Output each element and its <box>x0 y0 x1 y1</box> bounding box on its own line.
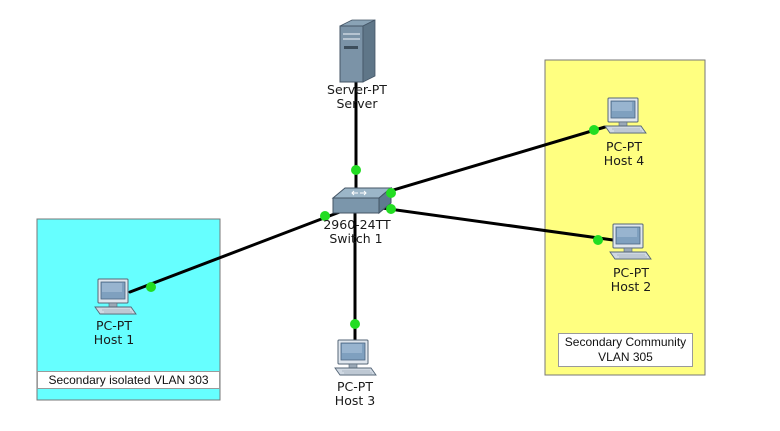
link-switch-host4 <box>368 125 607 199</box>
link-status-dot <box>351 165 361 175</box>
community-vlan-note: Secondary Community VLAN 305 <box>558 333 693 367</box>
isolated-vlan-note-text: Secondary isolated VLAN 303 <box>48 373 209 387</box>
link-status-dot <box>146 282 156 292</box>
host2-model-label: PC-PT <box>613 265 649 280</box>
link-status-dots <box>146 125 603 329</box>
isolated-vlan-note: Secondary isolated VLAN 303 <box>37 371 220 389</box>
link-status-dot <box>320 211 330 221</box>
link-switch-host1 <box>128 208 347 294</box>
host3-name-label: Host 3 <box>335 393 375 408</box>
host4-model-label: PC-PT <box>606 139 642 154</box>
switch-model-label: 2960-24TT <box>323 217 391 232</box>
server-model-label: Server-PT <box>327 82 387 97</box>
host2-name-label: Host 2 <box>611 279 651 294</box>
community-vlan-note-line1: Secondary Community <box>564 335 687 349</box>
link-status-dot <box>589 125 599 135</box>
link-status-dot <box>386 188 396 198</box>
host3-model-label: PC-PT <box>337 379 373 394</box>
switch-name-label: Switch 1 <box>329 231 382 246</box>
server-name-label: Server <box>337 96 379 111</box>
host4-name-label: Host 4 <box>604 153 644 168</box>
host1-model-label: PC-PT <box>96 318 132 333</box>
switch-icon[interactable] <box>331 186 393 215</box>
community-vlan-note-line2: VLAN 305 <box>598 350 653 364</box>
host3-pc-icon[interactable] <box>334 339 377 376</box>
link-switch-host2 <box>373 205 615 242</box>
link-status-dot <box>593 235 603 245</box>
host1-name-label: Host 1 <box>94 332 134 347</box>
link-status-dot <box>350 319 360 329</box>
server-icon[interactable] <box>339 19 376 83</box>
link-status-dot <box>386 204 396 214</box>
